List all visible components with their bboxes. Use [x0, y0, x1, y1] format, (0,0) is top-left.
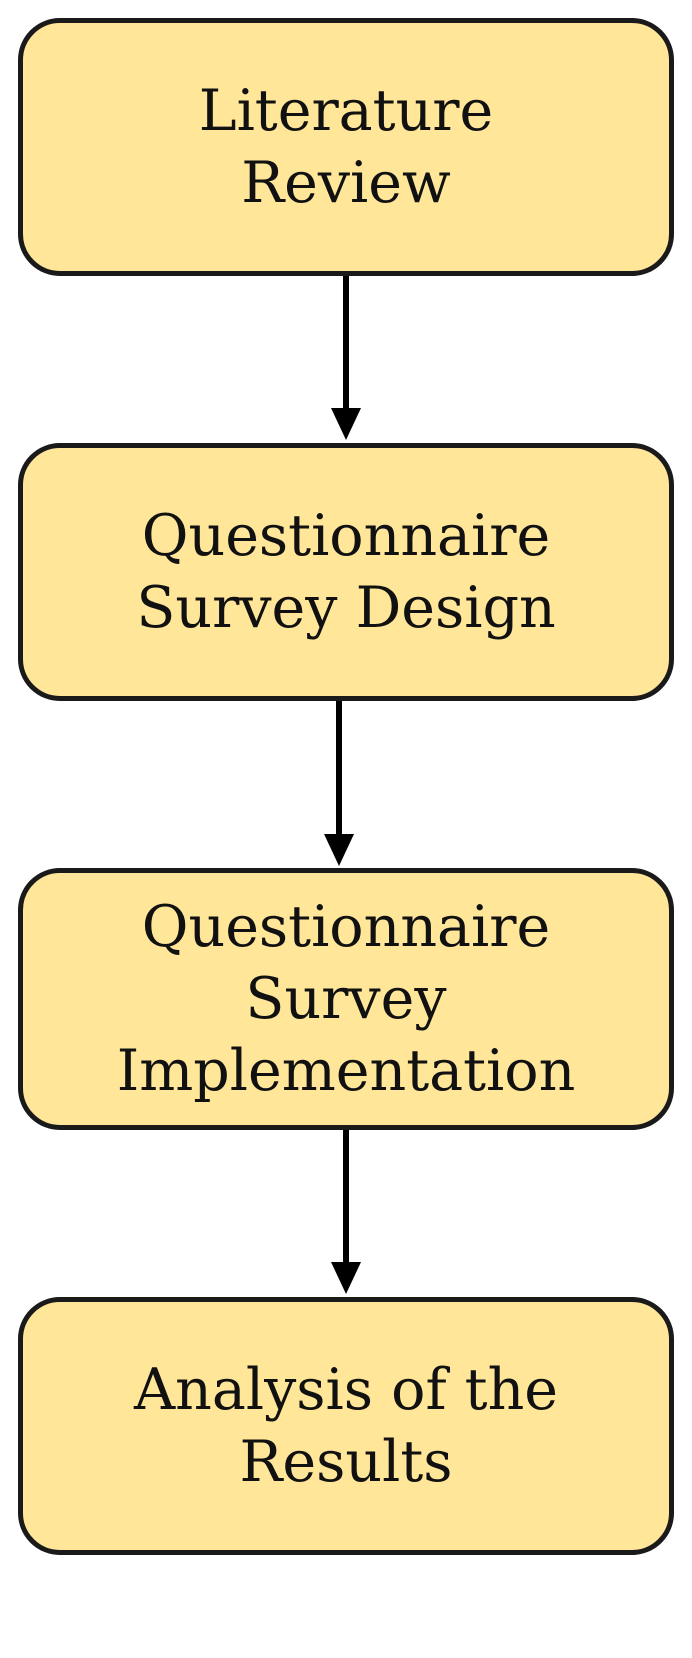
step-label-line: Survey Design	[136, 575, 556, 641]
arrow-design-to-implementation	[324, 701, 354, 866]
step-label-line: Implementation	[116, 1038, 576, 1104]
arrow-implementation-to-analysis	[331, 1130, 361, 1294]
step-questionnaire-survey-implementation: Questionnaire Survey Implementation	[18, 868, 674, 1130]
step-label-line: Analysis of the	[133, 1357, 559, 1423]
step-literature-review: Literature Review	[18, 18, 674, 276]
step-label-line: Results	[239, 1429, 453, 1495]
arrow-literature-to-design	[331, 276, 361, 440]
step-label-line: Review	[241, 150, 451, 216]
step-label-line: Survey	[245, 966, 447, 1032]
step-label-line: Questionnaire	[141, 894, 551, 960]
step-label-line: Literature	[198, 78, 494, 144]
step-analysis-of-results: Analysis of the Results	[18, 1297, 674, 1555]
step-questionnaire-survey-design: Questionnaire Survey Design	[18, 443, 674, 701]
step-label-line: Questionnaire	[141, 503, 551, 569]
